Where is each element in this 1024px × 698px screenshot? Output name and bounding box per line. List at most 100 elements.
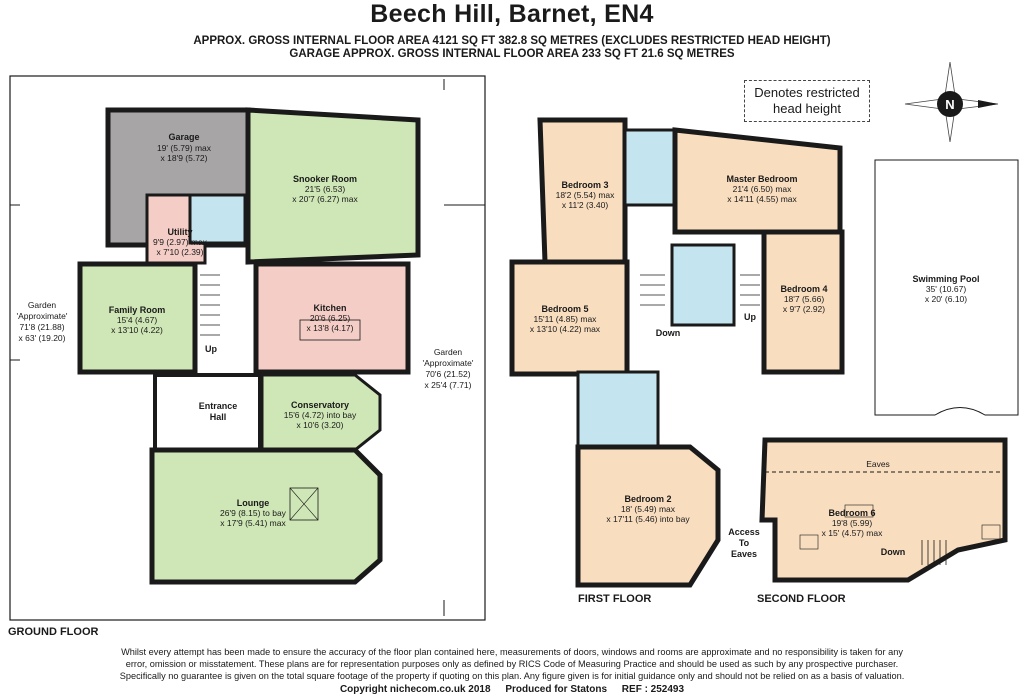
bedroom-5-room — [509, 259, 630, 377]
lounge-skylight — [289, 487, 319, 521]
boundary-markers — [10, 79, 485, 616]
second-stairs — [921, 540, 947, 565]
garden-right-4: x 25'4 (7.71) — [425, 380, 472, 390]
eaves-label: Eaves — [866, 459, 890, 469]
disclaimer-line-1: Whilst every attempt has been made to en… — [121, 647, 903, 657]
first-floor-plan — [509, 117, 845, 588]
bedroom-2-label: Bedroom 2 — [624, 494, 671, 504]
footer: Copyright nichecom.co.uk 2018 Produced f… — [0, 684, 1024, 695]
first-floor-name: FIRST FLOOR — [578, 593, 652, 605]
swimming-pool — [874, 159, 1019, 416]
bedroom-6-label: Bedroom 6 — [828, 508, 875, 518]
first-down-label: Down — [656, 328, 681, 338]
second-floor-plan — [759, 437, 1008, 583]
bedroom-6-room — [759, 437, 1008, 583]
kitchen-room — [253, 261, 411, 375]
family-room — [77, 261, 198, 375]
garage-label: Garage — [168, 132, 199, 142]
ground-floor-plan — [9, 75, 486, 621]
compass-letter: N — [945, 97, 954, 112]
bathroom-1 — [670, 243, 736, 327]
kitchen-label: Kitchen — [313, 303, 346, 313]
family-room-dim-2: x 13'10 (4.22) — [111, 325, 163, 335]
ground-floor-name: GROUND FLOOR — [8, 626, 99, 638]
wc-room — [188, 193, 247, 245]
bedroom-4-room — [761, 229, 845, 375]
garden-left-4: x 63' (19.20) — [19, 333, 66, 343]
bedroom-2-room — [575, 444, 721, 588]
reference-text: REF : 252493 — [621, 684, 685, 695]
lounge-dim-1: 26'9 (8.15) to bay — [220, 508, 287, 518]
snooker-dim-1: 21'5 (6.53) — [305, 184, 346, 194]
area-line-1: APPROX. GROSS INTERNAL FLOOR AREA 4121 S… — [193, 35, 831, 47]
skylight-2 — [799, 534, 819, 550]
disclaimer-line-3: Specifically no guarantee is given on th… — [119, 671, 905, 682]
bedroom-3-dim-1: 18'2 (5.54) max — [556, 190, 616, 200]
first-up-label: Up — [744, 312, 756, 322]
master-bedroom-dim-1: 21'4 (6.50) max — [733, 184, 793, 194]
entrance-hall-label-2: Hall — [210, 412, 227, 422]
bedroom-2-dim-2: x 17'11 (5.46) into bay — [606, 514, 690, 524]
access-eaves-2: To — [739, 538, 750, 548]
second-down-label: Down — [881, 547, 906, 557]
entrance-hall-label: Entrance — [199, 401, 238, 411]
garden-left-2: 'Approximate' — [17, 311, 68, 321]
compass-icon — [904, 61, 999, 143]
plot-boundary — [9, 75, 486, 621]
bedroom-5-dim-1: 15'11 (4.85) max — [534, 314, 598, 324]
family-room-dim-1: 15'4 (4.67) — [117, 315, 158, 325]
kitchen-island — [299, 319, 361, 341]
bedroom-4-label: Bedroom 4 — [780, 284, 827, 294]
snooker-room — [245, 107, 421, 265]
garden-left-3: 71'8 (21.88) — [19, 322, 64, 332]
bedroom-2-dim-1: 18' (5.49) max — [621, 504, 676, 514]
pool-dim-2: x 20' (6.10) — [925, 294, 967, 304]
ensuite-1 — [623, 128, 677, 207]
garage-dim-1: 19' (5.79) max — [157, 143, 212, 153]
conservatory-label: Conservatory — [291, 400, 349, 410]
page-title: Beech Hill, Barnet, EN4 — [370, 0, 654, 28]
restricted-height-legend: Denotes restricted head height — [744, 80, 870, 122]
bedroom-3-dim-2: x 11'2 (3.40) — [562, 200, 609, 210]
bedroom-3-label: Bedroom 3 — [561, 180, 608, 190]
ground-stairs — [200, 274, 220, 336]
second-floor-name: SECOND FLOOR — [757, 593, 846, 605]
master-bedroom-dim-2: x 14'11 (4.55) max — [727, 194, 797, 204]
conservatory-dim-1: 15'6 (4.72) into bay — [284, 410, 357, 420]
garden-right-1: Garden — [434, 347, 463, 357]
snooker-dim-2: x 20'7 (6.27) max — [292, 194, 358, 204]
utility-dim-1: 9'9 (2.97) max — [153, 237, 208, 247]
garden-left-1: Garden — [28, 300, 57, 310]
bedroom-4-dim-1: 18'7 (5.66) — [784, 294, 825, 304]
access-eaves-3: Eaves — [731, 549, 757, 559]
family-room-label: Family Room — [109, 305, 166, 315]
bedroom-5-dim-2: x 13'10 (4.22) max — [530, 324, 601, 334]
bedroom-6-dim-1: 19'8 (5.99) — [832, 518, 873, 528]
pool-dim-1: 35' (10.67) — [926, 284, 967, 294]
entrance-hall — [153, 373, 262, 452]
disclaimer-line-2: error, omission or misstatement. These p… — [125, 659, 899, 670]
disclaimer: Whilst every attempt has been made to en… — [20, 646, 1004, 683]
access-eaves-1: Access — [728, 527, 760, 537]
area-line-2: GARAGE APPROX. GROSS INTERNAL FLOOR AREA… — [289, 48, 735, 60]
utility-dim-2: x 7'10 (2.39) — [157, 247, 204, 257]
copyright-text: Copyright nichecom.co.uk 2018 — [339, 684, 491, 695]
garden-right-2: 'Approximate' — [423, 358, 474, 368]
ground-up-label: Up — [205, 344, 217, 354]
kitchen-dim-2: x 13'8 (4.17) — [307, 323, 354, 333]
pool-label: Swimming Pool — [912, 274, 979, 284]
lounge-room — [149, 447, 383, 585]
garden-right-3: 70'6 (21.52) — [425, 369, 470, 379]
snooker-label: Snooker Room — [293, 174, 357, 184]
skylight-3 — [981, 524, 1001, 540]
garage-dim-2: x 18'9 (5.72) — [161, 153, 208, 163]
produced-for-text: Produced for Statons — [505, 684, 608, 695]
first-stairs — [640, 274, 760, 306]
master-bedroom-label: Master Bedroom — [726, 174, 797, 184]
lounge-label: Lounge — [237, 498, 270, 508]
conservatory-dim-2: x 10'6 (3.20) — [297, 420, 344, 430]
utility-label: Utility — [167, 227, 192, 237]
lounge-dim-2: x 17'9 (5.41) max — [220, 518, 286, 528]
bedroom-5-label: Bedroom 5 — [541, 304, 588, 314]
